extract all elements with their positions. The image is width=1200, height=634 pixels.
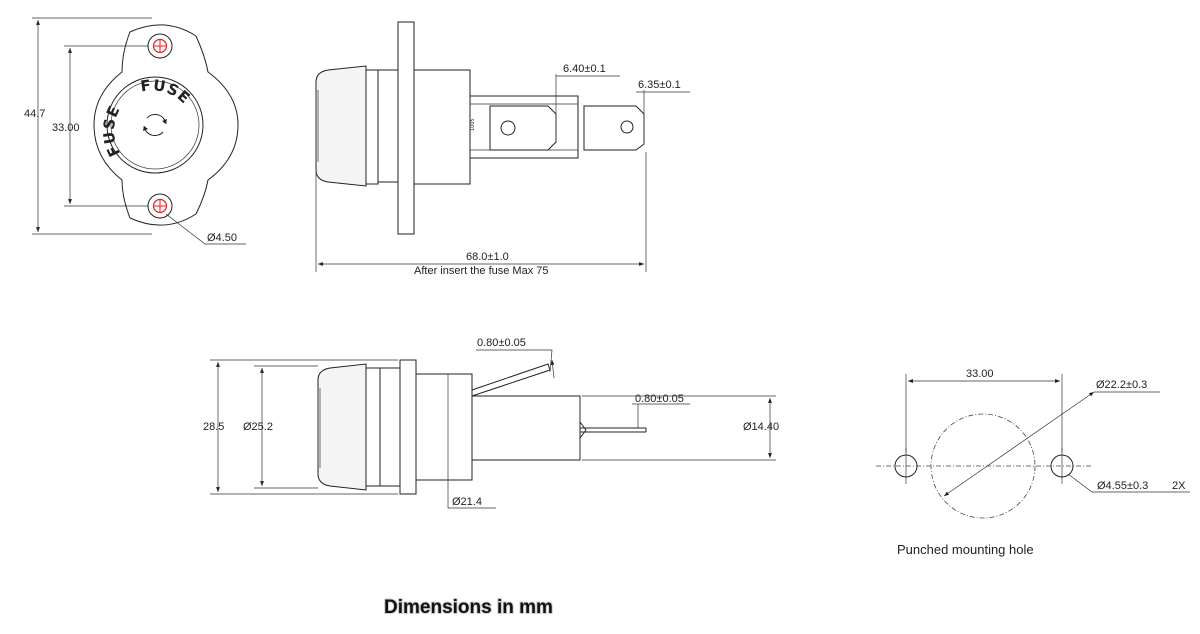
rotate-icon xyxy=(143,113,167,137)
dim-overall-height: 44.7 xyxy=(24,108,45,120)
fuse-cap-text: FUSE xyxy=(100,102,124,159)
dim-flange-height: 28.5 xyxy=(203,421,224,433)
dim-tab-width-1: 6.40±0.1 xyxy=(563,63,606,75)
dim-tab-thickness-2: 0.80±0.05 xyxy=(635,393,684,405)
dim-tab-width-2: 6.35±0.1 xyxy=(638,79,681,91)
mounting-hole-caption: Punched mounting hole xyxy=(897,542,1034,557)
side-view: 1005 6.40±0.1 6.35±0.1 68.0±1.0 After in… xyxy=(315,21,690,277)
dim-center-hole-diameter: Ø22.2±0.3 xyxy=(1096,379,1147,391)
dim-cap-diameter: Ø25.2 xyxy=(243,421,273,433)
dim-thread-diameter: Ø21.4 xyxy=(452,496,482,508)
dim-length: 68.0±1.0 xyxy=(466,251,509,263)
dim-hole-diameter: Ø4.50 xyxy=(207,232,237,244)
dim-side-hole-qty: 2X xyxy=(1172,480,1186,492)
dim-mount-hole-spacing: 33.00 xyxy=(966,368,994,380)
mounting-hole-bottom xyxy=(147,193,173,219)
body-marking: 1005 xyxy=(470,118,476,131)
dim-tab-thickness-1: 0.80±0.05 xyxy=(477,337,526,349)
bottom-view: 0.80±0.05 0.80±0.05 28.5 Ø25.2 Ø14.40 Ø2… xyxy=(203,337,779,509)
dim-side-hole-diameter: Ø4.55±0.3 xyxy=(1097,480,1148,492)
dim-hole-spacing: 33.00 xyxy=(52,122,80,134)
mounting-hole-view: 33.00 Ø22.2±0.3 Ø4.55±0.3 2X Punched mou… xyxy=(876,368,1190,557)
dim-body-diameter: Ø14.40 xyxy=(743,421,779,433)
dim-length-note: After insert the fuse Max 75 xyxy=(414,265,549,277)
front-view: FUSE FUSE 44.7 xyxy=(24,17,246,245)
page-title: Dimensions in mm xyxy=(384,597,553,618)
fuse-cap-text-2: FUSE xyxy=(139,76,194,108)
mounting-hole-top xyxy=(147,33,173,59)
